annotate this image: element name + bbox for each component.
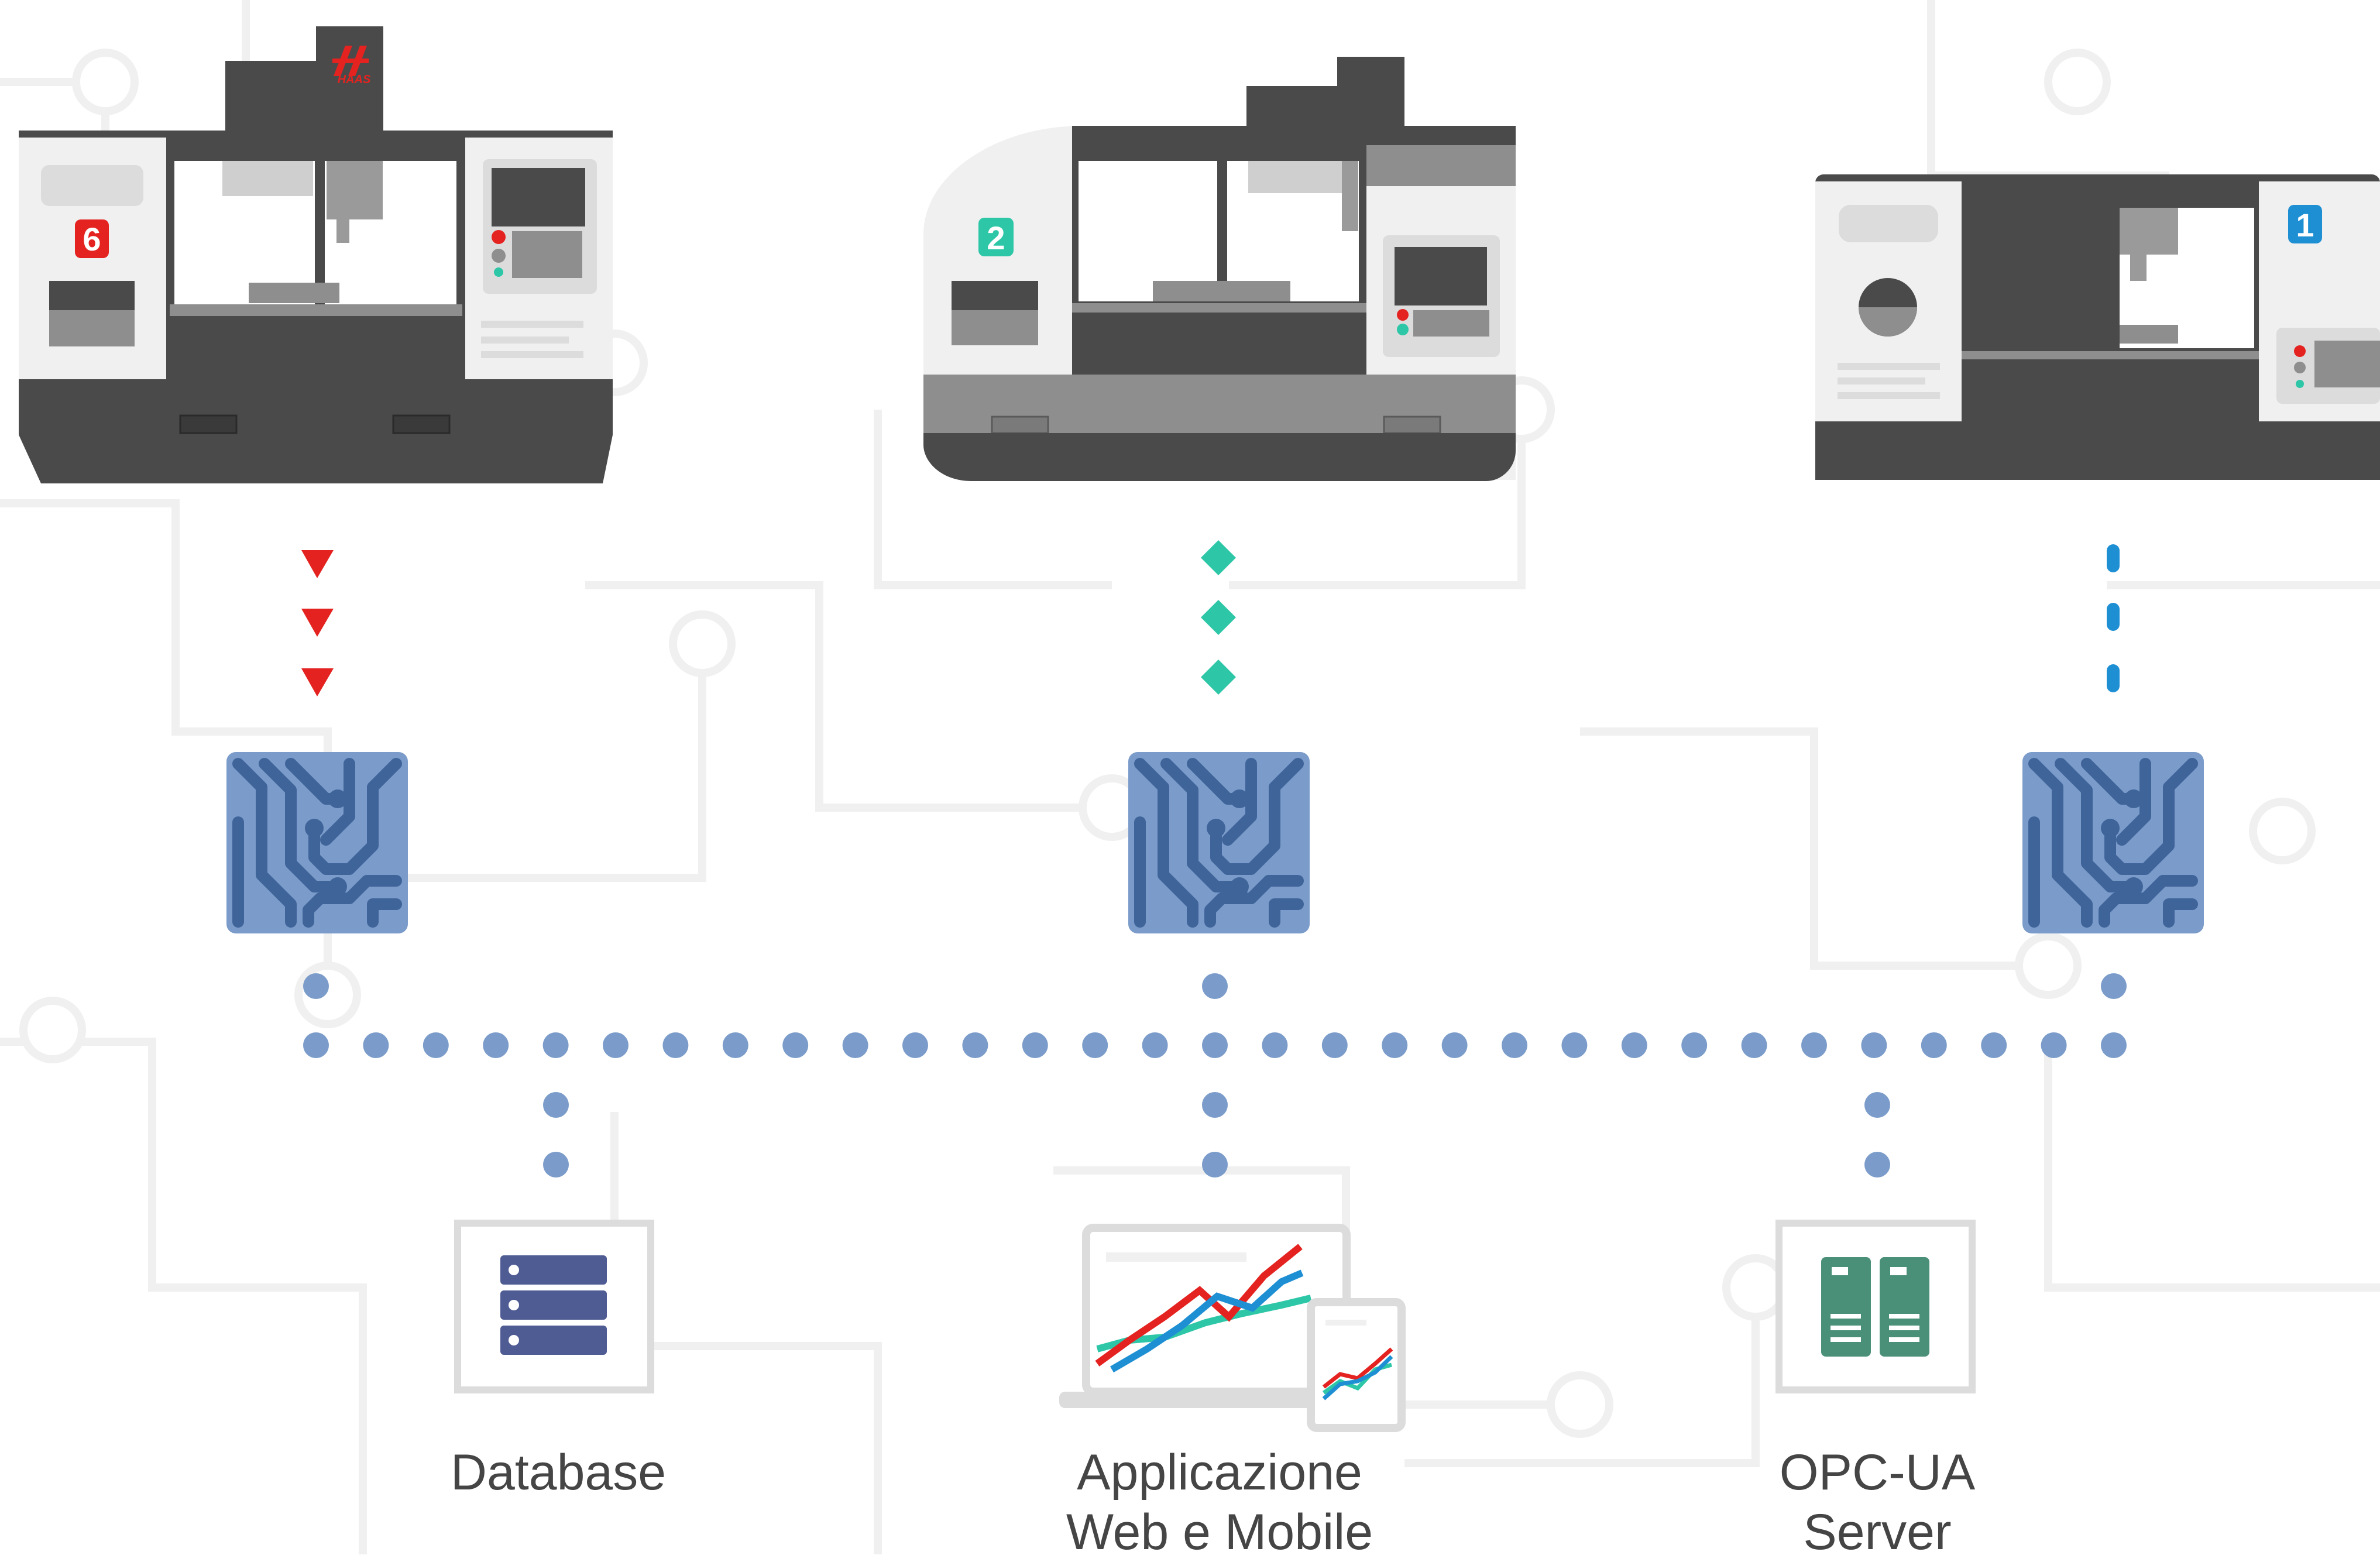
network-bus-dots (303, 973, 2127, 1177)
horizontal-mill-machine: 2 (923, 57, 1516, 481)
bus-dot (1921, 1032, 1947, 1058)
signal-diamonds-machine-2 (1201, 540, 1236, 695)
web-mobile-app-label-line2: Web e Mobile (1066, 1504, 1373, 1560)
bus-dot (1202, 1032, 1228, 1058)
server-icon (1821, 1257, 1929, 1357)
bus-dot (2101, 1032, 2127, 1058)
bus-dot (423, 1032, 449, 1058)
svg-text:1: 1 (2296, 207, 2314, 243)
server-icon-frame (1775, 1220, 1976, 1393)
bus-dot (2041, 1032, 2067, 1058)
bus-dot (1022, 1032, 1048, 1058)
circuit-adapter-right (2022, 752, 2204, 933)
svg-text:2: 2 (987, 219, 1005, 256)
webapp-drop-dot (1202, 1092, 1228, 1118)
bus-dot (782, 1032, 809, 1058)
circuit-adapter-center (1128, 752, 1310, 933)
bus-dot (542, 1032, 569, 1058)
bus-dot (1082, 1032, 1108, 1058)
bus-dot (1561, 1032, 1588, 1058)
circuit-adapter-left (226, 752, 408, 933)
bus-dot (1621, 1032, 1647, 1058)
bus-dot (1262, 1032, 1288, 1058)
database-stack-icon (500, 1255, 607, 1355)
database-drop-dot (543, 1152, 569, 1177)
bus-dot (902, 1032, 928, 1058)
bus-dot (842, 1032, 868, 1058)
machine-number-badge: 1 (2288, 205, 2322, 243)
opcua-server-label: OPC-UA Server (1614, 1443, 2141, 1562)
database-drop-dot (543, 1092, 569, 1118)
web-mobile-app-label-line1: Applicazione (1077, 1444, 1362, 1501)
bus-dot (1681, 1032, 1708, 1058)
bus-dot (1441, 1032, 1468, 1058)
web-mobile-app-label: Applicazione Web e Mobile (956, 1443, 1483, 1562)
laptop-phone-chart-icon (1059, 1224, 1406, 1432)
haas-logo: HAAS (332, 46, 371, 86)
database-icon-frame (454, 1220, 654, 1393)
bus-dot (1741, 1032, 1767, 1058)
opcua-drop-dot (1864, 1152, 1890, 1177)
signal-dashes-machine-1 (2107, 544, 2120, 692)
bus-dot (1801, 1032, 1827, 1058)
bus-dot (962, 1032, 988, 1058)
database-label: Database (450, 1444, 667, 1501)
haas-vertical-mill-machine: HAAS 6 (19, 26, 613, 483)
machine-number-badge: 6 (75, 219, 109, 258)
webapp-drop-dot (1202, 1152, 1228, 1177)
adapter-drop-dot (303, 973, 329, 999)
bus-dot (1861, 1032, 1887, 1058)
bus-dot (722, 1032, 748, 1058)
adapter-drop-dot (1202, 973, 1228, 999)
bus-dot (483, 1032, 509, 1058)
bus-dot (1502, 1032, 1527, 1058)
opcua-server-label-line1: OPC-UA (1779, 1444, 1976, 1501)
signal-arrows-machine-6 (301, 550, 334, 696)
bus-dot (1981, 1032, 2007, 1058)
opcua-drop-dot (1864, 1092, 1890, 1118)
bus-dot (303, 1032, 329, 1058)
bus-dot (363, 1032, 389, 1058)
svg-text:6: 6 (83, 221, 101, 258)
bus-dot (1382, 1032, 1408, 1058)
bus-dot (1142, 1032, 1168, 1058)
bus-dot (603, 1032, 629, 1058)
lathe-machine: 1 (1815, 174, 2380, 480)
haas-logo-text: HAAS (338, 73, 371, 86)
vf-control-keypad (492, 230, 582, 278)
adapter-drop-dot (2101, 973, 2127, 999)
bus-dot (662, 1032, 689, 1058)
machine-number-badge: 2 (978, 218, 1014, 256)
bus-dot (1321, 1032, 1348, 1058)
opcua-server-label-line2: Server (1803, 1504, 1952, 1560)
